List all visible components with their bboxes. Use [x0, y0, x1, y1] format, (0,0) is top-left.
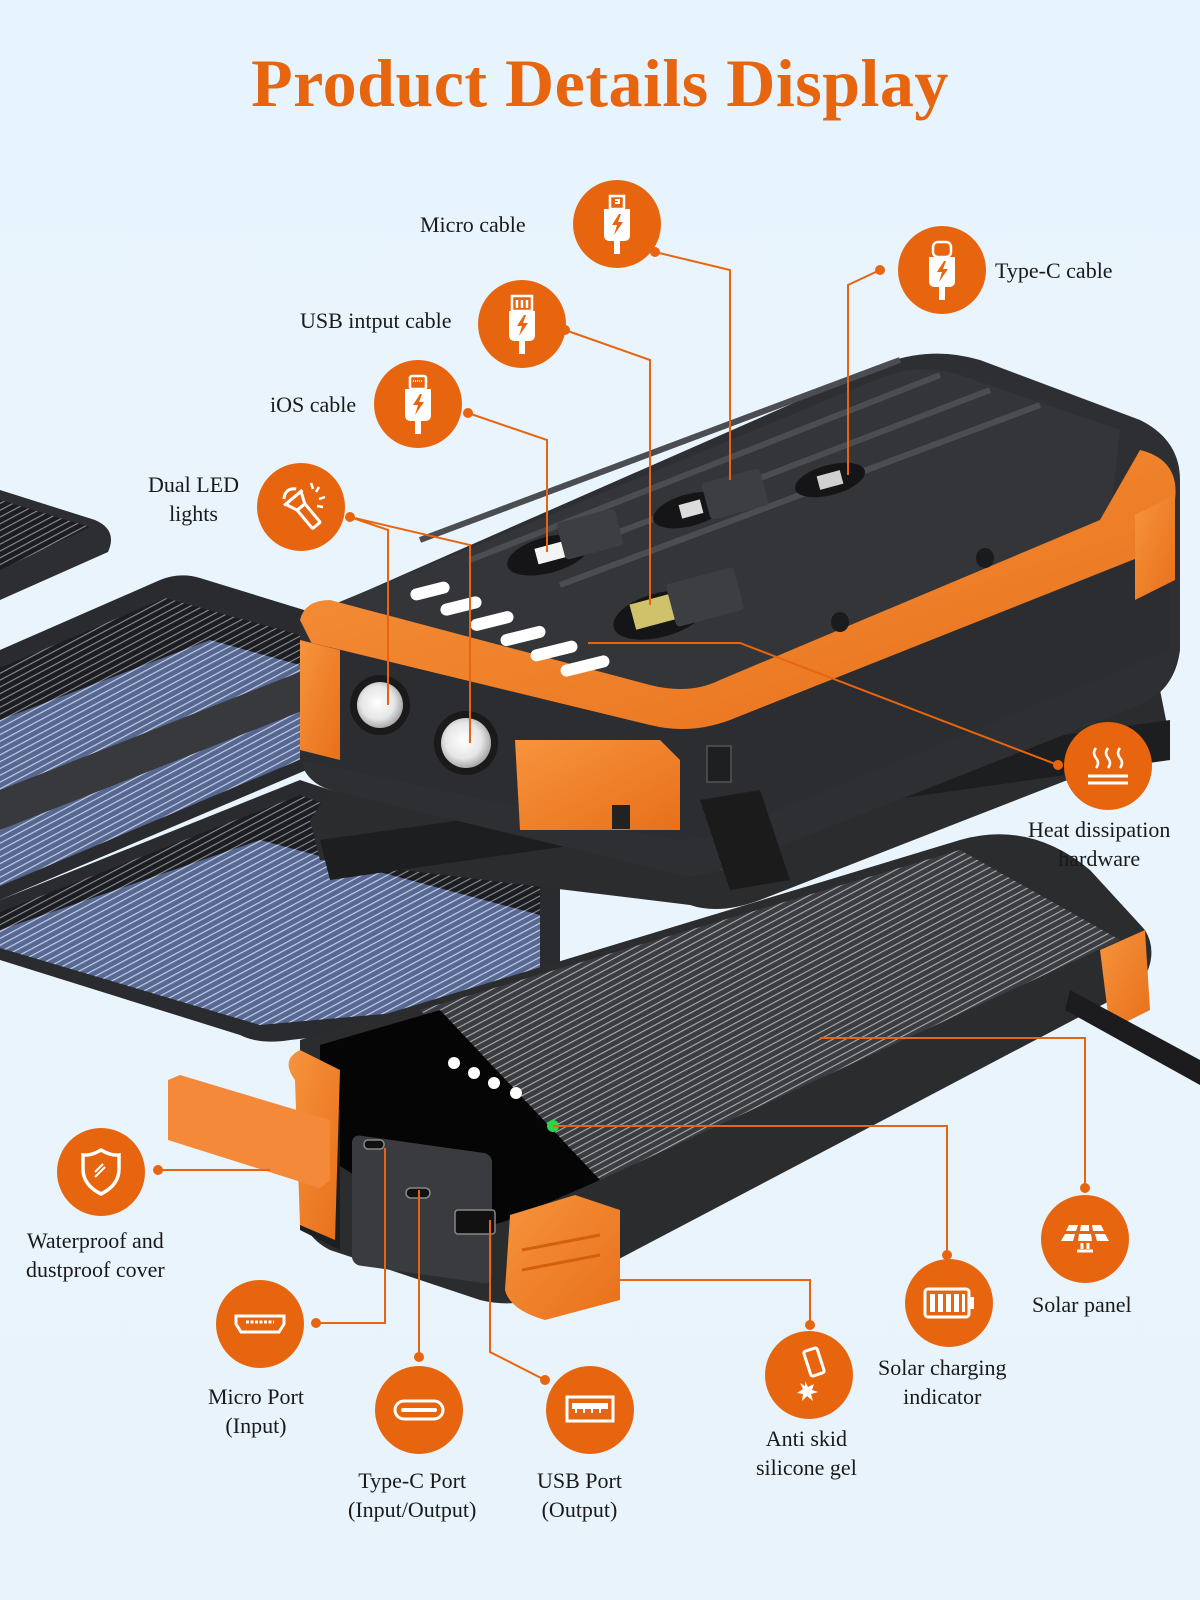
usb-port-icon	[565, 1395, 615, 1423]
callout-micro-port	[216, 1280, 304, 1368]
label-type-c-port: Type-C Port (Input/Output)	[348, 1468, 477, 1522]
label-waterproof-cover: Waterproof and dustproof cover	[26, 1228, 165, 1282]
page-title: Product Details Display	[251, 45, 949, 121]
label-micro-cable: Micro cable	[420, 212, 526, 237]
cable-power-bank	[300, 353, 1180, 909]
type-c-cable-icon	[929, 240, 955, 300]
heat-icon	[1088, 747, 1128, 785]
leader-lines	[158, 251, 1086, 1381]
label-anti-skid: Anti skid silicone gel	[756, 1426, 857, 1480]
label-usb-input-cable: USB intput cable	[300, 308, 452, 333]
usb-cable-icon	[509, 294, 535, 354]
label-usb-port: USB Port (Output)	[537, 1468, 622, 1522]
label-heat-dissipation: Heat dissipation hardware	[1028, 817, 1171, 871]
flashlight-icon	[282, 482, 326, 530]
type-c-port-icon	[393, 1399, 445, 1421]
callout-solar-panel	[1041, 1195, 1129, 1283]
callout-type-c-cable	[898, 226, 986, 314]
callout-type-c-port	[375, 1366, 463, 1454]
micro-usb-port-icon	[234, 1314, 286, 1334]
folding-solar-panels	[0, 490, 560, 1042]
drop-impact-icon	[797, 1346, 826, 1401]
battery-icon	[923, 1287, 974, 1319]
label-type-c-cable: Type-C cable	[995, 258, 1113, 283]
callout-heat-dissipation	[1064, 722, 1152, 810]
label-ios-cable: iOS cable	[270, 392, 357, 417]
callout-ios-cable	[374, 360, 462, 448]
callout-micro-cable	[573, 180, 661, 268]
label-dual-led-lights: Dual LED lights	[148, 472, 240, 526]
callout-solar-charging-indicator	[905, 1259, 993, 1347]
label-solar-charging-indicator: Solar charging indicator	[878, 1355, 1007, 1409]
solar-panel-icon	[1061, 1225, 1109, 1253]
micro-cable-icon	[604, 194, 630, 254]
shield-icon	[81, 1147, 121, 1196]
lightning-cable-icon	[405, 374, 431, 434]
callout-anti-skid	[765, 1331, 853, 1419]
leader-dots	[153, 247, 1090, 1385]
callout-waterproof-cover	[57, 1128, 145, 1216]
label-micro-port: Micro Port (Input)	[208, 1384, 304, 1438]
callout-dual-led-lights	[257, 463, 345, 551]
solar-power-bank	[168, 834, 1200, 1320]
callout-usb-port	[546, 1366, 634, 1454]
callout-usb-input-cable	[478, 280, 566, 368]
label-solar-panel: Solar panel	[1032, 1292, 1132, 1317]
